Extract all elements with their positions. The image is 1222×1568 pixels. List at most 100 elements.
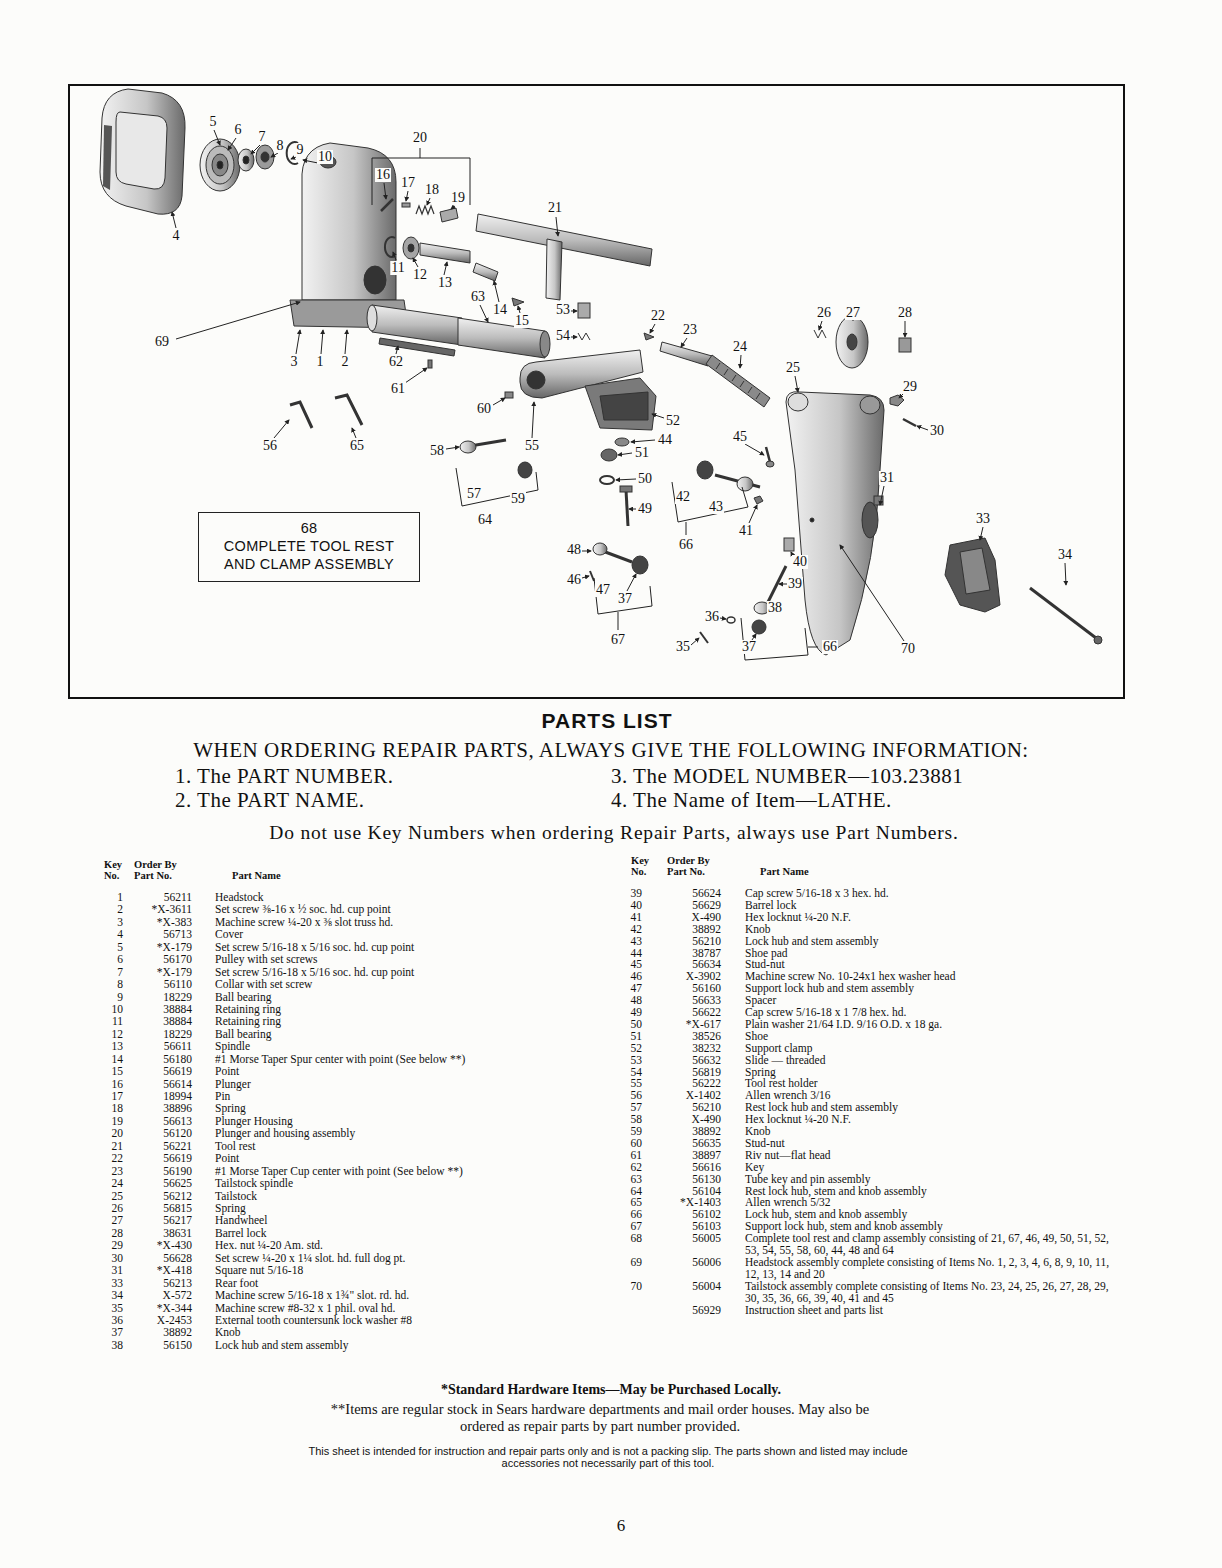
part-number: X-490 [692,1113,721,1125]
part-number: *X-383 [157,916,192,928]
disclaimer-note: This sheet is intended for instruction a… [288,1445,928,1469]
leader-lines [652,414,664,418]
callout-number: 31 [879,471,895,485]
part-number: 38884 [163,1015,192,1027]
leader-lines [740,355,741,368]
key-number: 59 [631,1125,643,1137]
part-name: Set screw ¼-20 x 1¼ slot. hd. full dog p… [215,1252,405,1264]
part-number: 56629 [692,899,721,911]
column-header: Part Name [232,870,281,881]
part-number: 38787 [692,947,721,959]
part-number: 56625 [163,1177,192,1189]
key-number: 35 [112,1302,124,1314]
part-name: Rear foot [215,1277,258,1289]
part-name: Machine screw #8-32 x 1 phil. oval hd. [215,1302,395,1314]
plunger-parts [440,208,458,222]
part-name: #1 Morse Taper Spur center with point (S… [215,1053,465,1065]
lock-hubs-and-knobs [620,486,632,492]
leader-lines [251,145,260,154]
part-number: 56222 [692,1077,721,1089]
callout-number: 38 [767,601,783,615]
column-header: Order By Part No. [667,855,721,877]
part-name: #1 Morse Taper Cup center with point (Se… [215,1165,463,1177]
part-number: 56815 [163,1202,192,1214]
key-number: 63 [631,1173,643,1185]
key-number: 61 [631,1149,643,1161]
key-number: 44 [631,947,643,959]
callout-number: 42 [675,490,691,504]
callout-number: 29 [902,380,918,394]
column-header: Key No. [631,855,657,877]
rear-foot [945,538,1000,612]
callout-number: 3 [290,355,299,369]
lock-hubs-and-knobs [727,617,735,623]
part-number: *X-617 [686,1018,721,1030]
key-number: 1 [117,891,123,903]
part-number: 18229 [163,991,192,1003]
callout-number: 64 [477,513,493,527]
callout-number: 16 [375,168,391,182]
part-name: Tool rest holder [745,1077,1113,1089]
rear-foot [960,548,990,594]
part-number: 38232 [692,1042,721,1054]
part-name: Tool rest [215,1140,255,1152]
callout-number: 17 [400,176,416,190]
key-number: 47 [631,982,643,994]
key-number: 45 [631,958,643,970]
lock-hubs-and-knobs [615,438,629,446]
tool-rest-holder [527,371,545,389]
tubes-and-key [367,305,377,331]
leader-lines [880,486,884,505]
part-name: Point [215,1065,239,1077]
callout-number: 37 [617,592,633,606]
key-number: 51 [631,1030,643,1042]
tailstock [862,502,878,538]
instruction-text: WHEN ORDERING REPAIR PARTS, ALWAYS GIVE … [193,738,1028,762]
callout-number: 65 [349,439,365,453]
part-name: External tooth countersunk lock washer #… [215,1314,412,1326]
part-number: 56613 [163,1115,192,1127]
part-name: Spindle [215,1040,250,1052]
callout-number: 62 [388,355,404,369]
leader-lines [556,217,558,236]
part-name: Key [745,1161,1113,1173]
callout-number: 21 [547,201,563,215]
tubes-and-key [428,360,432,368]
key-number: 15 [112,1065,124,1077]
callout-number: 14 [492,303,508,317]
callout-number: 40 [792,555,808,569]
key-number: 70 [631,1280,643,1292]
part-name: Machine screw ¼-20 x ⅜ slot truss hd. [215,916,393,928]
part-name: Spacer [745,994,1113,1006]
pulley-and-bearings [261,152,269,162]
key-number: 21 [112,1140,124,1152]
headstock [364,266,386,294]
tailstock [847,334,857,350]
part-name: Support lock hub, stem and knob assembly [745,1220,1113,1232]
callout-number: 9 [296,143,305,157]
leader-lines [393,252,396,260]
callout-number: 6 [234,123,243,137]
key-number: 65 [631,1196,643,1208]
page-title: PARTS LIST [542,709,673,733]
callout-number: 2 [341,355,350,369]
leader-lines [631,440,655,442]
leader-lines [345,330,347,354]
key-number: 60 [631,1137,643,1149]
leader-lines [720,618,726,619]
part-number: 56929 [692,1304,721,1316]
part-number: 38526 [692,1030,721,1042]
callout-number: 34 [1057,548,1073,562]
instruction-text: 3. The MODEL NUMBER—103.23881 [611,764,963,788]
pulley-and-bearings [238,149,254,171]
callout-number: 35 [675,640,691,654]
part-name: Machine screw No. 10-24x1 hex washer hea… [745,970,1113,982]
key-number: 37 [112,1326,124,1338]
leader-lines [303,160,318,163]
part-name: Tailstock assembly complete consisting o… [745,1280,1113,1304]
key-number: 11 [112,1015,123,1027]
part-number: X-490 [692,911,721,923]
headstock [290,143,408,328]
key-number: 6 [117,953,123,965]
part-name: Hex. nut ¼-20 Am. std. [215,1239,323,1251]
